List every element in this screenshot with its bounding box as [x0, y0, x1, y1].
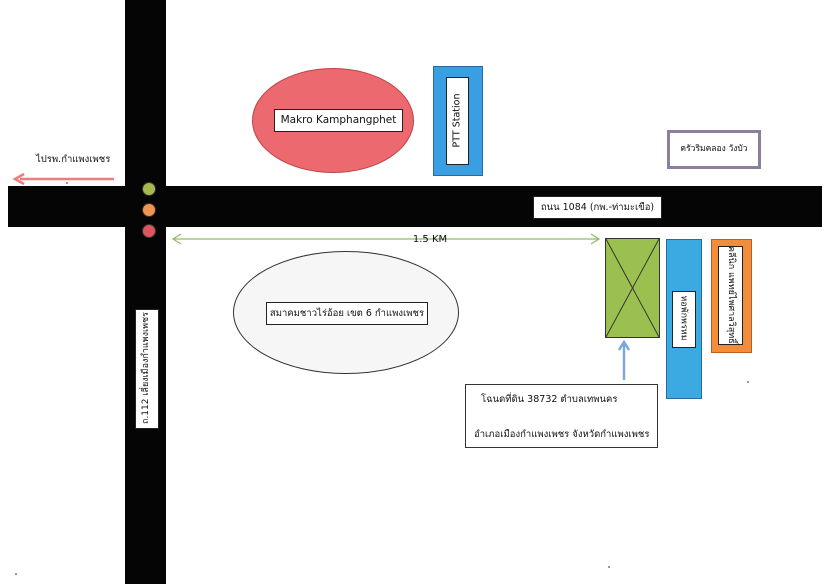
krua-rim-khlong-label: ครัวริมคลอง วังบัว — [667, 130, 761, 169]
vertical-road-label-box — [135, 309, 159, 429]
traffic-light-orange — [142, 203, 156, 217]
scan-speck — [747, 381, 749, 383]
makro-label: Makro Kamphangphet — [274, 109, 403, 132]
dormitory-label-box — [672, 291, 696, 348]
dormitory-label: หอพักพรหม — [678, 295, 688, 341]
deed-line-1: โฉนดที่ดิน 38732 ตำบลเทพนคร — [481, 394, 618, 405]
traffic-light-red — [142, 224, 156, 238]
land-plot — [605, 238, 660, 338]
left-arrow-icon — [12, 173, 114, 185]
deed-line-2: อำเภอเมืองกำแพงเพชร จังหวัดกำแพงเพชร — [474, 429, 650, 440]
scan-speck — [15, 573, 17, 575]
scan-speck — [608, 566, 610, 568]
direction-label: ไปรพ.กำแพงเพชร — [36, 154, 111, 165]
horizontal-road-label: ถนน 1084 (กพ.-ท่ามะเขือ) — [533, 196, 662, 219]
distance-double-arrow-icon — [171, 233, 601, 245]
up-arrow-icon — [617, 340, 631, 380]
vertical-road-label: ถ.112 เลี่ยงเมืองกำแพงเพชร — [141, 312, 151, 424]
ptt-label: PTT Station — [451, 93, 463, 147]
scan-speck — [66, 182, 68, 184]
distance-label: 1.5 KM — [412, 234, 448, 245]
deed-info-box — [465, 384, 658, 448]
vertical-road — [125, 0, 166, 584]
horizontal-road — [8, 186, 822, 227]
clinic-label: คลีนิก แพทย์ไพศาลวิสุทธิ์ — [725, 245, 736, 344]
clinic-label-box — [718, 246, 743, 345]
association-label: สมาคมชาวไร่อ้อย เขต 6 กำแพงเพชร — [266, 302, 428, 325]
ptt-label-box — [446, 77, 469, 165]
traffic-light-green — [142, 182, 156, 196]
